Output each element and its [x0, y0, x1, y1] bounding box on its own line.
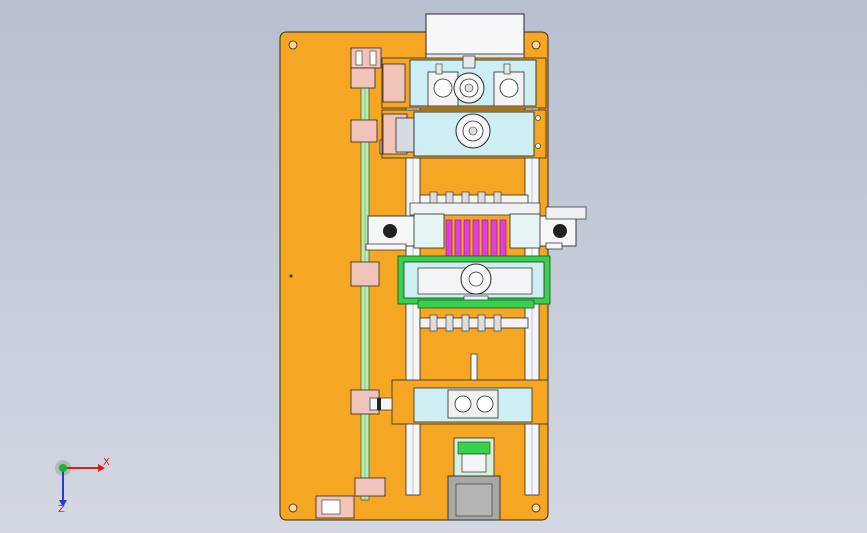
green-slide-block[interactable]: [397, 255, 551, 309]
axis-x-label: X: [103, 457, 110, 468]
middle-clamp-assembly[interactable]: [365, 202, 587, 259]
lower-cylinder-block[interactable]: [369, 379, 549, 425]
triad-icon: [55, 460, 105, 507]
coupling-rods: [419, 191, 529, 332]
second-carriage[interactable]: [381, 109, 547, 159]
top-motor-housing[interactable]: [425, 13, 525, 63]
bottom-motor[interactable]: [447, 437, 501, 521]
magenta-coil: [445, 219, 507, 259]
left-brackets[interactable]: [315, 47, 393, 519]
upper-carriage[interactable]: [381, 55, 547, 109]
axis-z-label: Z: [58, 504, 65, 515]
